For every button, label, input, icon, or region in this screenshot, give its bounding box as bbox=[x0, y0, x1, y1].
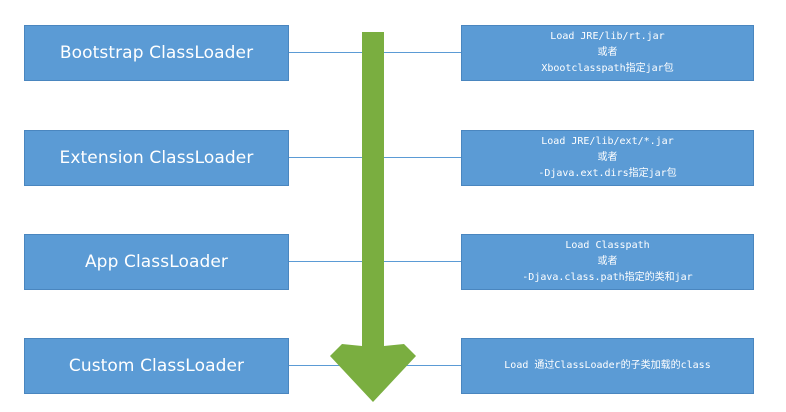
bootstrap-description-line-1: Load JRE/lib/rt.jar bbox=[550, 31, 665, 42]
custom-classloader-box: Custom ClassLoader bbox=[24, 338, 289, 394]
extension-description-box: Load JRE/lib/ext/*.jar 或者 -Djava.ext.dir… bbox=[461, 130, 754, 186]
down-arrow-shape bbox=[330, 32, 416, 402]
app-description-line-1: Load Classpath bbox=[565, 240, 650, 251]
custom-description-box: Load 通过ClassLoader的子类加载的class bbox=[461, 338, 754, 394]
extension-description-line-2: 或者 bbox=[597, 152, 618, 163]
app-classloader-box: App ClassLoader bbox=[24, 234, 289, 290]
custom-description-line-1: Load 通过ClassLoader的子类加载的class bbox=[504, 360, 711, 371]
bootstrap-description-line-3: Xbootclasspath指定jar包 bbox=[541, 63, 674, 74]
custom-row: Custom ClassLoader Load 通过ClassLoader的子类… bbox=[0, 338, 786, 394]
extension-row: Extension ClassLoader Load JRE/lib/ext/*… bbox=[0, 130, 786, 186]
app-description-box: Load Classpath 或者 -Djava.class.path指定的类和… bbox=[461, 234, 754, 290]
bootstrap-classloader-label: Bootstrap ClassLoader bbox=[59, 43, 254, 63]
extension-classloader-box: Extension ClassLoader bbox=[24, 130, 289, 186]
extension-description-line-1: Load JRE/lib/ext/*.jar bbox=[541, 136, 674, 147]
app-description-line-2: 或者 bbox=[597, 256, 618, 267]
bootstrap-classloader-box: Bootstrap ClassLoader bbox=[24, 25, 289, 81]
extension-description-line-3: -Djava.ext.dirs指定jar包 bbox=[538, 168, 677, 179]
app-classloader-label: App ClassLoader bbox=[84, 252, 229, 272]
app-row: App ClassLoader Load Classpath 或者 -Djava… bbox=[0, 234, 786, 290]
down-arrow-icon bbox=[330, 32, 416, 402]
bootstrap-description-box: Load JRE/lib/rt.jar 或者 Xbootclasspath指定j… bbox=[461, 25, 754, 81]
app-description-line-3: -Djava.class.path指定的类和jar bbox=[522, 272, 693, 283]
bootstrap-row: Bootstrap ClassLoader Load JRE/lib/rt.ja… bbox=[0, 25, 786, 81]
custom-classloader-label: Custom ClassLoader bbox=[68, 356, 245, 376]
extension-classloader-label: Extension ClassLoader bbox=[59, 148, 254, 168]
bootstrap-description-line-2: 或者 bbox=[597, 47, 618, 58]
